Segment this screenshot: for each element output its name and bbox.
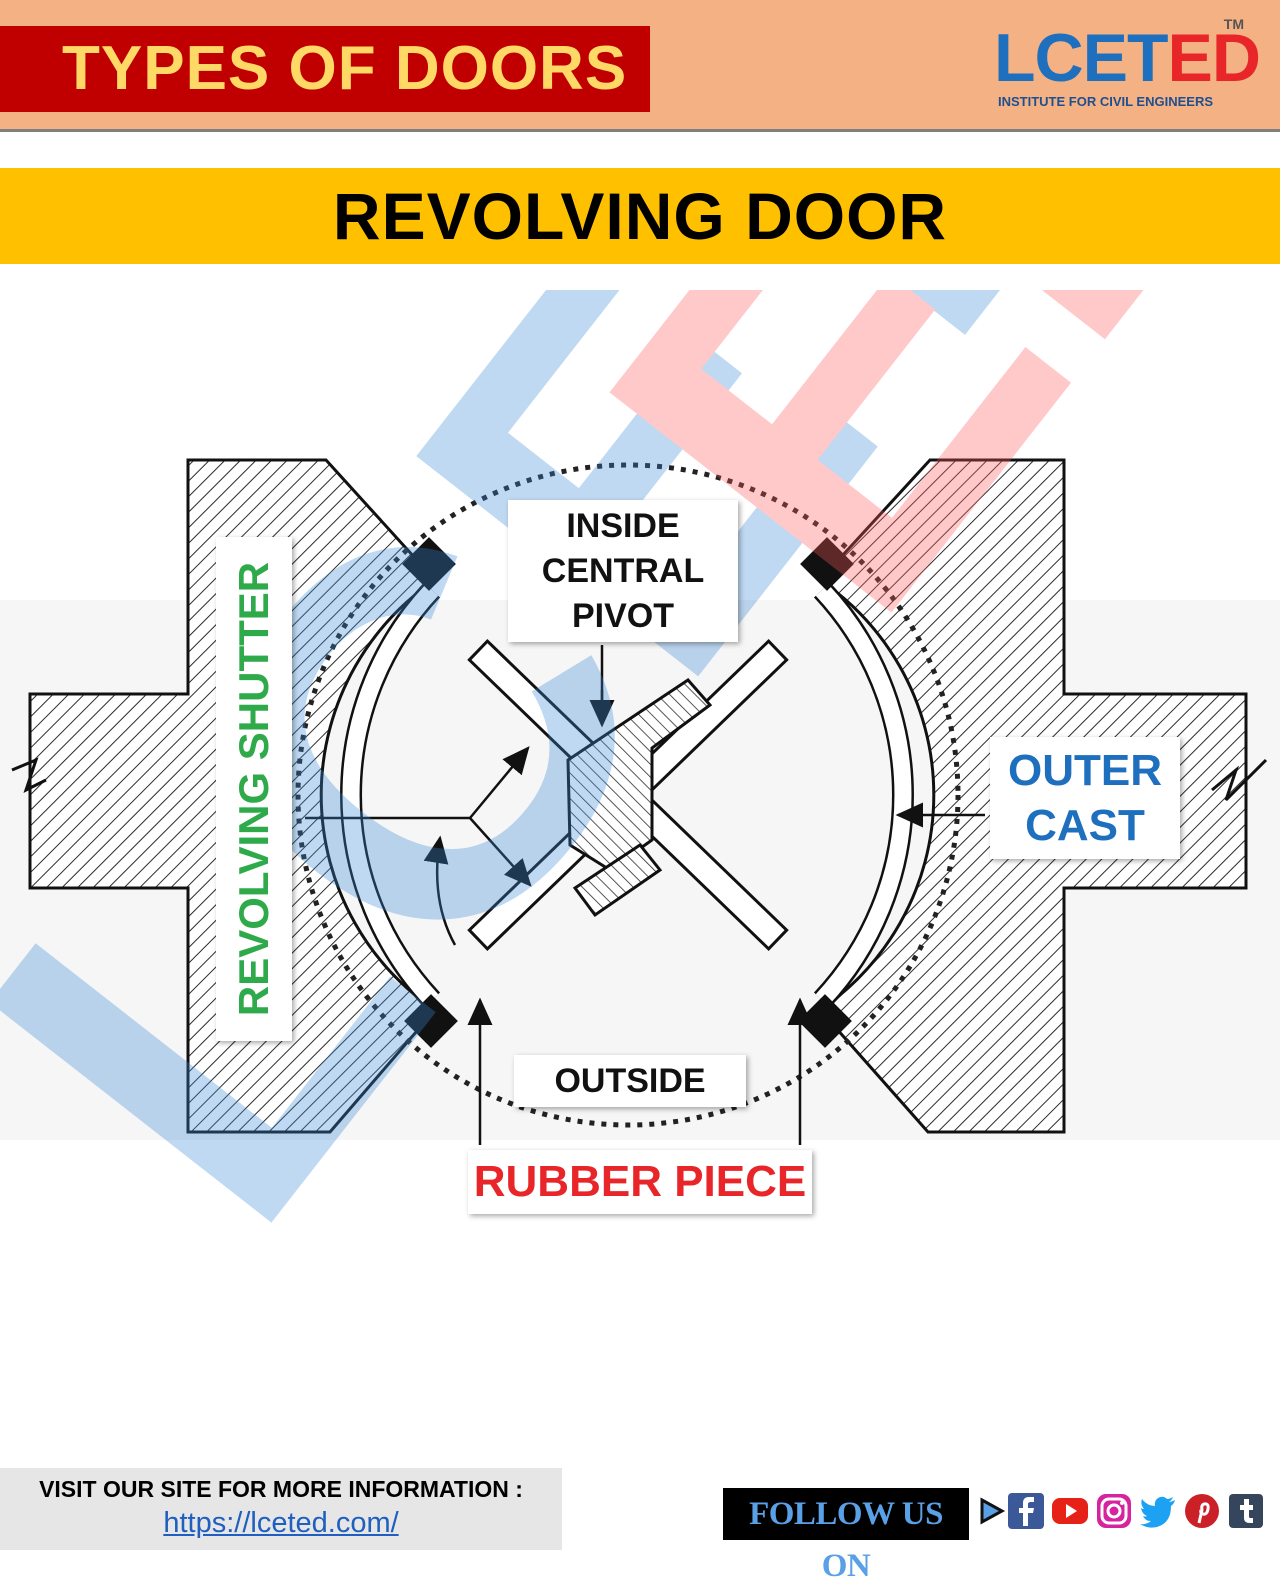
label-outer-cast: OUTER CAST (990, 737, 1180, 859)
page-title: TYPES OF DOORS (0, 26, 650, 112)
instagram-icon[interactable] (1094, 1490, 1134, 1532)
break-line-right (1211, 758, 1268, 802)
door-sweep-circle (295, 462, 961, 1128)
central-pivot-hub (566, 678, 713, 872)
footer-visit-box: VISIT OUR SITE FOR MORE INFORMATION : ht… (0, 1468, 562, 1550)
lceted-logo[interactable]: LCETED TM INSTITUTE FOR CIVIL ENGINEERS (994, 16, 1261, 118)
label-revolving-shutter: REVOLVING SHUTTER (216, 537, 292, 1041)
label-rubber-piece: RUBBER PIECE (468, 1150, 812, 1214)
section-banner: REVOLVING DOOR (0, 168, 1280, 264)
left-curved-casing (342, 584, 439, 1006)
facebook-icon[interactable] (1006, 1490, 1046, 1532)
play-icon (980, 1497, 1006, 1525)
revolving-door-diagram: LCET ED (0, 290, 1280, 1318)
label-inside-central-pivot: INSIDE CENTRAL PIVOT (508, 500, 738, 642)
rotation-arrow (423, 835, 457, 946)
visit-text: VISIT OUR SITE FOR MORE INFORMATION : (39, 1476, 523, 1502)
logo-text-lcet: LCET (994, 20, 1169, 96)
label-outside: OUTSIDE (514, 1055, 746, 1107)
twitter-icon[interactable] (1138, 1490, 1178, 1532)
pinterest-icon[interactable] (1182, 1490, 1222, 1532)
header-bar: TYPES OF DOORS LCETED TM INSTITUTE FOR C… (0, 0, 1280, 132)
right-curved-casing (815, 584, 912, 1006)
revolving-shutters (467, 639, 789, 951)
site-link[interactable]: https://lceted.com/ (163, 1507, 399, 1539)
logo-trademark: TM (1223, 16, 1244, 32)
follow-us-label: FOLLOW US ON (723, 1488, 969, 1584)
youtube-icon[interactable] (1050, 1490, 1090, 1532)
tumblr-icon[interactable] (1226, 1490, 1266, 1532)
logo-tagline: INSTITUTE FOR CIVIL ENGINEERS (998, 94, 1214, 109)
break-line-left (11, 757, 47, 793)
logo-text-ed: ED (1167, 20, 1261, 96)
